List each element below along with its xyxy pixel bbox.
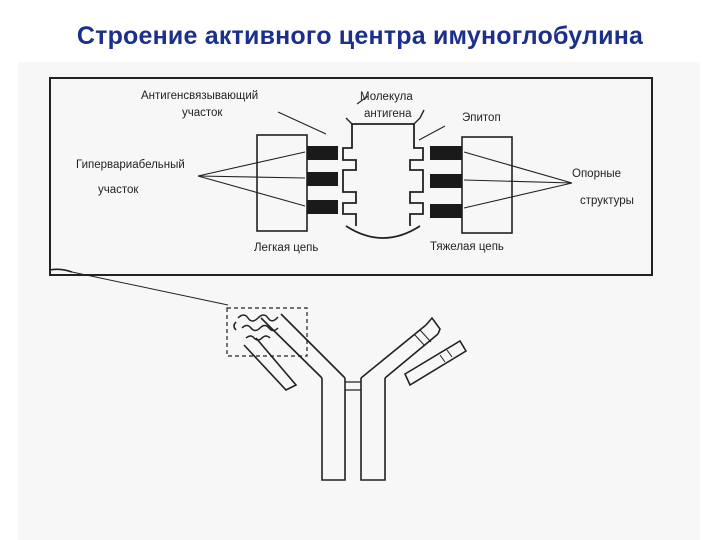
antigen-binding-site-label-line1: Антигенсвязывающий [141,90,258,102]
heavy-chain-label: Тяжелая цепь [430,241,504,253]
antigen-binding-site-label-line2: участок [182,107,223,119]
figure-background [18,62,700,540]
antibody-y-structure [243,313,468,481]
light-chain-domain [256,134,308,232]
framework-label-line2: структуры [580,195,634,207]
hypervariable-bands [307,146,462,218]
light-chain-label: Легкая цепь [254,242,318,254]
hypervariable-label-line1: Гипервариабельный [76,159,185,171]
antigen-molecule-label-line1: Молекула [360,91,413,103]
epitope-label: Эпитоп [462,112,501,124]
framework-label-line1: Опорные [572,168,621,180]
binding-site-dashed-box [226,307,308,357]
antigen-squiggle [233,314,279,341]
antigen-molecule-label-line2: антигена [364,108,412,120]
inset-connector [71,271,229,306]
leader-lines [197,95,573,209]
antigen-molecule-shape [342,109,425,239]
hypervariable-label-line2: участок [98,184,139,196]
heavy-chain-domain [461,136,513,234]
inset-panel [49,77,653,276]
slide-title: Строение активного центра имуноглобулина [76,22,644,50]
